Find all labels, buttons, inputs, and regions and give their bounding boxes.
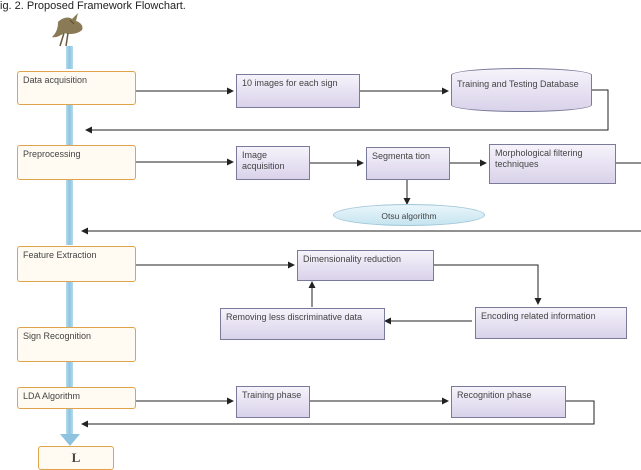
spine-segments (60, 46, 80, 446)
arrow-recognition-return (81, 400, 595, 428)
spine-segment (66, 408, 73, 438)
process-encoding: Encoding related information (475, 307, 627, 339)
process-image-acquisition: Image acquisition (236, 146, 310, 180)
process-morphological: Morphological filtering techniques (489, 144, 616, 184)
spine-segment (66, 180, 73, 245)
bird-icon (52, 13, 83, 47)
spine-segment (66, 105, 73, 145)
process-segmentation: Segmenta tion (366, 147, 450, 180)
process-otsu: Otsu algorithm (333, 204, 485, 226)
figure-caption: ig. 2. Proposed Framework Flowchart. (0, 0, 186, 12)
process-dimensionality: Dimensionality reduction (297, 250, 434, 281)
process-training-phase: Training phase (236, 386, 310, 418)
spine-segment (66, 46, 73, 69)
process-images-per-sign: 10 images for each sign (236, 74, 360, 108)
stage-lda-algorithm: LDA Algorithm (17, 387, 136, 409)
spine-segment (66, 282, 73, 327)
arrow-db-return (85, 89, 609, 134)
spine-segment (66, 362, 73, 387)
process-recognition-phase: Recognition phase (451, 386, 566, 418)
arrow-dim-to-encoding (434, 264, 542, 305)
process-training-database: Training and Testing Database (451, 68, 592, 112)
spine-arrowhead (60, 434, 80, 446)
stage-data-acquisition: Data acquisition (17, 71, 136, 105)
stage-end: L (38, 446, 114, 470)
stage-sign-recognition: Sign Recognition (17, 327, 136, 362)
process-removing: Removing less discriminative data (220, 308, 385, 340)
stage-preprocessing: Preprocessing (17, 145, 136, 180)
stage-feature-extraction: Feature Extraction (17, 246, 136, 282)
